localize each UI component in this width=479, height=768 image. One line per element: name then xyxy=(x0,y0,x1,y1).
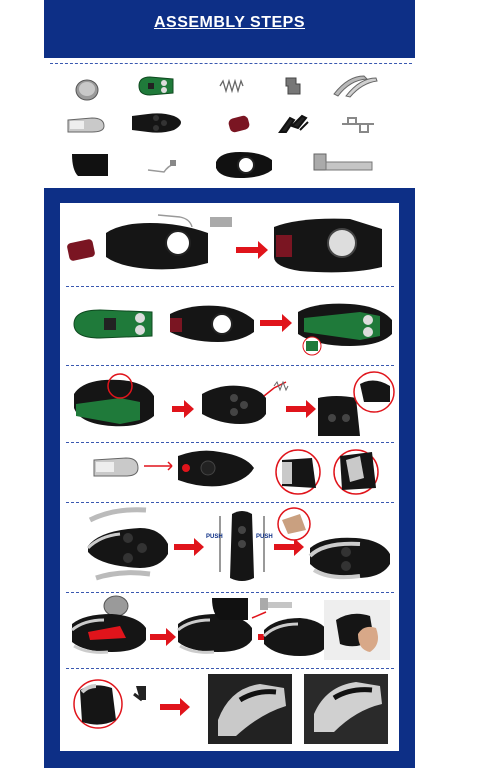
step-divider xyxy=(66,502,394,503)
step-1 xyxy=(60,205,399,283)
push-label-left: PUSH xyxy=(206,534,223,540)
attach-side-strips-icon xyxy=(86,507,390,581)
wire-contact-icon xyxy=(144,156,180,178)
button-clip-icon xyxy=(280,74,304,98)
page-title: ASSEMBLY STEPS xyxy=(153,14,306,31)
spring-icon xyxy=(218,78,244,94)
key-cover-icon xyxy=(68,150,114,180)
step-divider xyxy=(66,592,394,593)
push-label-right: PUSH xyxy=(256,534,273,540)
attach-end-cap-icon xyxy=(93,449,379,495)
header-banner: ASSEMBLY STEPS xyxy=(44,0,415,58)
chrome-side-strip-icon xyxy=(330,72,380,98)
step-6 xyxy=(60,594,399,666)
step-5: PUSH PUSH xyxy=(60,504,399,590)
insert-battery-and-blade-icon xyxy=(71,595,390,660)
step-divider xyxy=(66,365,394,366)
final-assembly-icon xyxy=(73,674,388,744)
battery-contact-icon xyxy=(338,114,378,136)
coin-battery-icon xyxy=(74,78,100,102)
inner-frame-icon xyxy=(210,148,280,182)
step-divider xyxy=(66,286,394,287)
step-4 xyxy=(60,444,399,500)
parts-overview xyxy=(44,66,415,186)
step-3 xyxy=(60,368,399,440)
step-divider xyxy=(66,442,394,443)
step-2 xyxy=(60,290,399,360)
metal-clip-icon xyxy=(276,112,312,136)
step-7 xyxy=(60,670,399,748)
divider xyxy=(50,63,412,64)
circuit-board-icon xyxy=(136,74,176,98)
install-circuit-board-icon xyxy=(73,303,392,356)
chrome-end-cap-icon xyxy=(64,112,108,136)
emergency-blade-icon xyxy=(308,150,378,180)
attach-key-front-icon xyxy=(74,371,395,436)
key-shell-icon xyxy=(128,108,192,138)
rubber-button-icon xyxy=(226,114,252,134)
step-divider xyxy=(66,668,394,669)
insert-button-and-contact-icon xyxy=(67,214,382,273)
